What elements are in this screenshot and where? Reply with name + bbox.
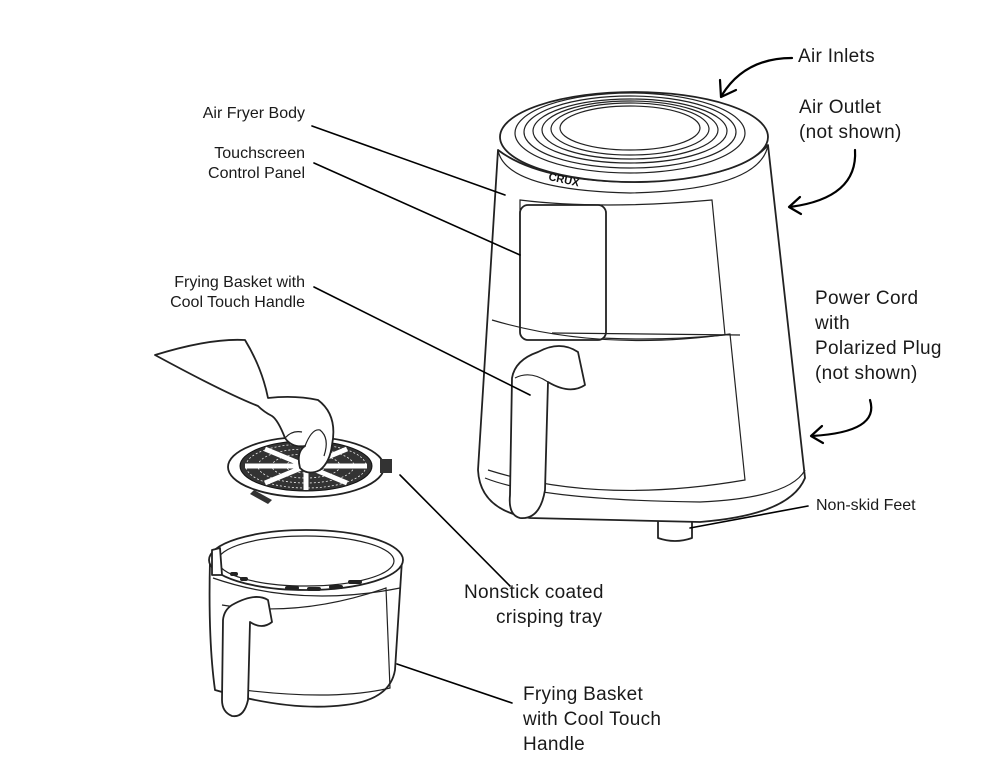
air-inlets-arrow <box>720 56 794 97</box>
label-power-cord-line4: (not shown) <box>815 363 918 384</box>
touchscreen-panel <box>519 204 607 341</box>
label-basket-top-line2: Cool Touch Handle <box>170 294 305 311</box>
crisping-tray-with-hand <box>154 338 392 504</box>
label-power-cord-line1: Power Cord <box>815 288 919 309</box>
label-touchscreen-control-panel: Touchscreen Control Panel <box>150 144 305 184</box>
label-basket-bottom-line3: Handle <box>523 734 586 755</box>
label-air-outlet: Air Outlet (not shown) <box>799 95 902 145</box>
air-fryer-unit: CRUX <box>477 91 806 542</box>
label-crisping-tray: Nonstick coated crisping tray <box>464 580 604 630</box>
air-outlet-arrow <box>788 148 857 209</box>
label-basket-bottom-line1: Frying Basket <box>523 684 644 705</box>
label-tray-line2: crisping tray <box>496 607 603 628</box>
curved-arrows <box>718 56 873 445</box>
fryer-handle <box>508 345 586 519</box>
hand <box>154 338 335 474</box>
label-air-outlet-line1: Air Outlet <box>799 97 882 118</box>
label-power-cord-line2: with <box>815 313 850 334</box>
label-basket-bottom-line2: with Cool Touch <box>523 709 662 730</box>
label-air-inlets: Air Inlets <box>798 46 875 67</box>
basket-handle <box>221 596 273 718</box>
label-tray-line1: Nonstick coated <box>464 582 604 603</box>
label-air-fryer-body: Air Fryer Body <box>202 105 305 122</box>
label-air-outlet-line2: (not shown) <box>799 122 902 143</box>
label-frying-basket-bottom: Frying Basket with Cool Touch Handle <box>523 682 661 757</box>
label-touchscreen-line1: Touchscreen <box>214 145 305 162</box>
label-non-skid-feet: Non-skid Feet <box>816 497 916 514</box>
label-basket-top-line1: Frying Basket with <box>174 274 305 291</box>
basket-rim <box>208 529 404 591</box>
frying-basket <box>208 529 404 718</box>
air-inlet-rings <box>514 92 746 174</box>
leader-lines <box>311 125 809 704</box>
label-power-cord-line3: Polarized Plug <box>815 338 942 359</box>
fryer-lid <box>499 91 769 183</box>
power-cord-arrow <box>810 398 873 438</box>
label-frying-basket-top: Frying Basket with Cool Touch Handle <box>100 273 305 313</box>
drawer-front <box>487 319 746 492</box>
non-skid-foot <box>657 519 693 542</box>
label-touchscreen-line2: Control Panel <box>208 165 305 182</box>
label-power-cord: Power Cord with Polarized Plug (not show… <box>815 286 942 386</box>
